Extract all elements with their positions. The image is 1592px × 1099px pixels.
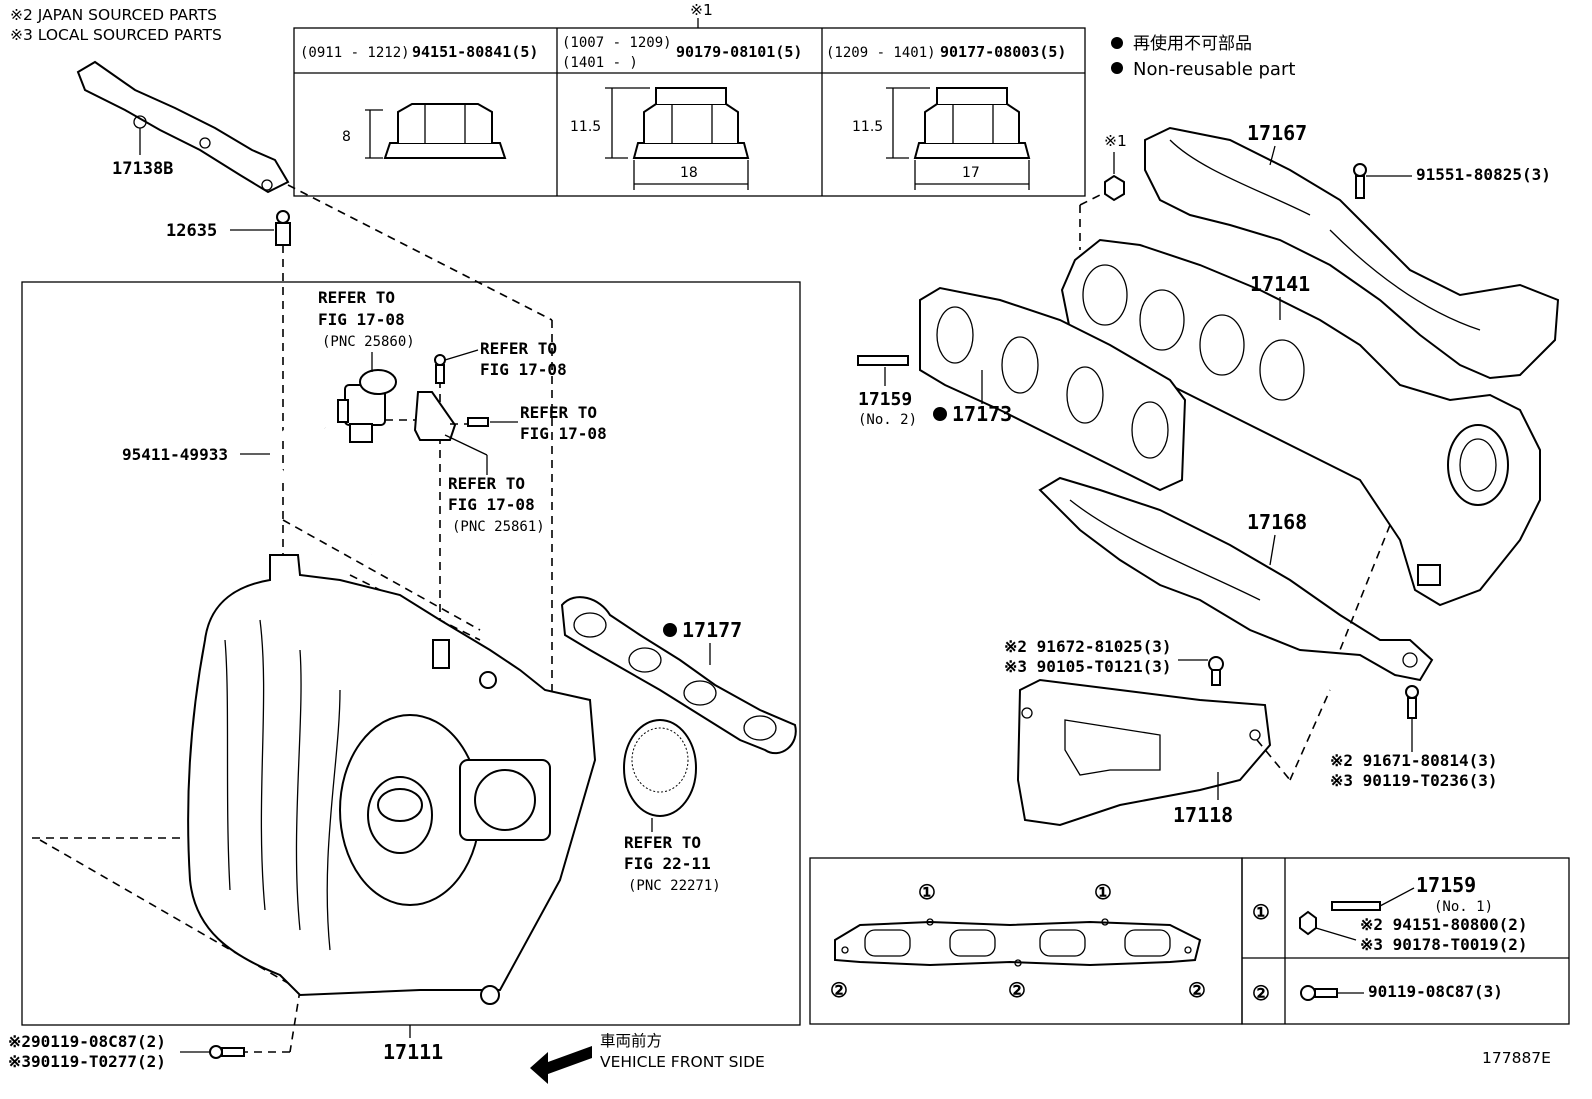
label-94151-80800: ※2 94151-80800(2) bbox=[1360, 915, 1528, 934]
label-95411-49933: 95411-49933 bbox=[122, 445, 228, 464]
flange-nut-2-drawing: 11.5 18 bbox=[570, 87, 750, 190]
label-90178-T0019: ※3 90178-T0019(2) bbox=[1360, 935, 1528, 954]
label-17168: 17168 bbox=[1247, 510, 1307, 534]
nut-col1-part-number: 94151-80841(5) bbox=[412, 43, 538, 61]
label-12635: 12635 bbox=[166, 221, 217, 241]
bracket-17118-drawing bbox=[1016, 678, 1272, 827]
nut-col2-part-number: 90179-08101(5) bbox=[676, 43, 802, 61]
non-reusable-bullet-icon bbox=[933, 407, 947, 421]
figure-number: 177887E bbox=[1482, 1049, 1551, 1067]
nut3-width-dim: 17 bbox=[962, 165, 980, 181]
label-17111: 17111 bbox=[383, 1040, 443, 1064]
refer-d-line3: (PNC 25861) bbox=[452, 519, 545, 535]
refer-e-line1: REFER TO bbox=[624, 833, 701, 852]
refer-c-line1: REFER TO bbox=[520, 403, 597, 422]
non-reusable-bullet-icon bbox=[1111, 62, 1123, 74]
label-star1-nut: ※1 bbox=[1104, 132, 1127, 150]
gasket-17173-drawing bbox=[919, 286, 1187, 492]
refer-a-line3: (PNC 25860) bbox=[322, 334, 415, 350]
refer-b-line1: REFER TO bbox=[480, 339, 557, 358]
nut3-height-dim: 11.5 bbox=[852, 119, 883, 135]
heat-insulator-17167-drawing bbox=[1144, 126, 1560, 380]
vehicle-front-en: VEHICLE FRONT SIDE bbox=[600, 1053, 765, 1071]
label-17159-no2-sub: (No. 2) bbox=[858, 412, 917, 428]
gasket-17177-drawing bbox=[560, 596, 797, 755]
label-17159-no2: 17159 bbox=[858, 389, 912, 410]
label-17141: 17141 bbox=[1250, 272, 1310, 296]
bolt-91672-drawing bbox=[1208, 656, 1224, 686]
label-91671-80814: ※2 91671-80814(3) bbox=[1330, 751, 1498, 770]
callout-2-icon: ② bbox=[1008, 978, 1026, 1002]
refer-a-line1: REFER TO bbox=[318, 288, 395, 307]
nut-col3-range: (1209 - 1401) bbox=[826, 45, 936, 61]
refer-e-line2: FIG 22-11 bbox=[624, 854, 711, 873]
label-17173: 17173 bbox=[952, 402, 1012, 426]
nut-star1-drawing bbox=[1104, 174, 1125, 202]
nut-col2-range-2: (1401 - ) bbox=[562, 55, 638, 71]
label-bolt-90119-08C87: ※290119-08C87(2) bbox=[8, 1032, 166, 1051]
label-17118: 17118 bbox=[1173, 803, 1233, 827]
label-17138B: 17138B bbox=[112, 159, 173, 179]
non-reusable-bullet-icon bbox=[1111, 37, 1123, 49]
refer-b-line2: FIG 17-08 bbox=[480, 360, 567, 379]
callout-1-icon: ① bbox=[1094, 880, 1112, 904]
nut-col3-part-number: 90177-08003(5) bbox=[940, 43, 1066, 61]
label-90105-T0121: ※3 90105-T0121(3) bbox=[1004, 657, 1172, 676]
refer-c-line2: FIG 17-08 bbox=[520, 424, 607, 443]
label-bolt-90119-T0277: ※390119-T0277(2) bbox=[8, 1052, 166, 1071]
label-91672-81025: ※2 91672-81025(3) bbox=[1004, 637, 1172, 656]
nut-table: ※1 (0911 - 1212) 94151-80841(5) (1007 - … bbox=[293, 1, 1086, 197]
refer-a-line2: FIG 17-08 bbox=[318, 310, 405, 329]
stud-12635-drawing bbox=[275, 210, 291, 246]
heat-insulator-17168-drawing bbox=[1038, 476, 1434, 682]
intake-manifold-17111-drawing bbox=[187, 554, 597, 1005]
label-90119-08C87-3: 90119-08C87(3) bbox=[1368, 982, 1503, 1001]
throttle-gasket-drawing bbox=[623, 719, 697, 817]
flange-nut-3-drawing: 11.5 17 bbox=[852, 87, 1031, 190]
label-91551-80825: 91551-80825(3) bbox=[1416, 165, 1551, 184]
bolt-91551-drawing bbox=[1353, 163, 1367, 199]
bolt-drawing bbox=[209, 1045, 245, 1059]
legend-non-reusable-jp: 再使用不可部品 bbox=[1133, 33, 1252, 54]
callout-2-icon: ② bbox=[1188, 978, 1206, 1002]
note-japan-sourced: ※2 JAPAN SOURCED PARTS bbox=[10, 6, 217, 24]
nut-table-frame bbox=[293, 27, 1086, 197]
nut2-width-dim: 18 bbox=[680, 165, 698, 181]
refer-d-line1: REFER TO bbox=[448, 474, 525, 493]
nut1-height-dim: 8 bbox=[342, 129, 351, 145]
nut-table-ref-mark: ※1 bbox=[690, 1, 713, 19]
gasket-detail-drawing bbox=[834, 918, 1202, 967]
legend-non-reusable-en: Non-reusable part bbox=[1133, 59, 1295, 80]
vehicle-front-jp: 車両前方 bbox=[600, 1032, 662, 1050]
callout-2-icon: ② bbox=[1252, 981, 1270, 1005]
non-reusable-bullet-icon bbox=[663, 623, 677, 637]
fastener-legend-frame bbox=[1241, 857, 1570, 1025]
refer-e-line3: (PNC 22271) bbox=[628, 878, 721, 894]
label-90119-T0236: ※3 90119-T0236(3) bbox=[1330, 771, 1498, 790]
label-17167: 17167 bbox=[1247, 121, 1307, 145]
stud-17159-no2-drawing bbox=[857, 355, 909, 366]
callout-2-icon: ② bbox=[830, 978, 848, 1002]
nut2-height-dim: 11.5 bbox=[570, 119, 601, 135]
bolt-91671-drawing bbox=[1405, 685, 1419, 719]
nut-col2-range-1: (1007 - 1209) bbox=[562, 35, 672, 51]
vsv-valve-drawing bbox=[337, 354, 489, 443]
callout-1-icon: ① bbox=[918, 880, 936, 904]
intake-manifold-frame bbox=[21, 281, 801, 1026]
label-17159-no1: 17159 bbox=[1416, 873, 1476, 897]
note-local-sourced: ※3 LOCAL SOURCED PARTS bbox=[10, 26, 222, 44]
bracket-17138B-drawing bbox=[76, 60, 290, 194]
label-17159-no1-sub: (No. 1) bbox=[1434, 899, 1493, 915]
flange-nut-1-drawing: 8 bbox=[342, 103, 507, 159]
label-17177: 17177 bbox=[682, 618, 742, 642]
refer-d-line2: FIG 17-08 bbox=[448, 495, 535, 514]
vehicle-front-arrow-icon bbox=[530, 1046, 592, 1084]
callout-1-icon: ① bbox=[1252, 900, 1270, 924]
bolt-90119-08C87-drawing bbox=[1300, 985, 1338, 1001]
nut-col1-range: (0911 - 1212) bbox=[300, 45, 410, 61]
